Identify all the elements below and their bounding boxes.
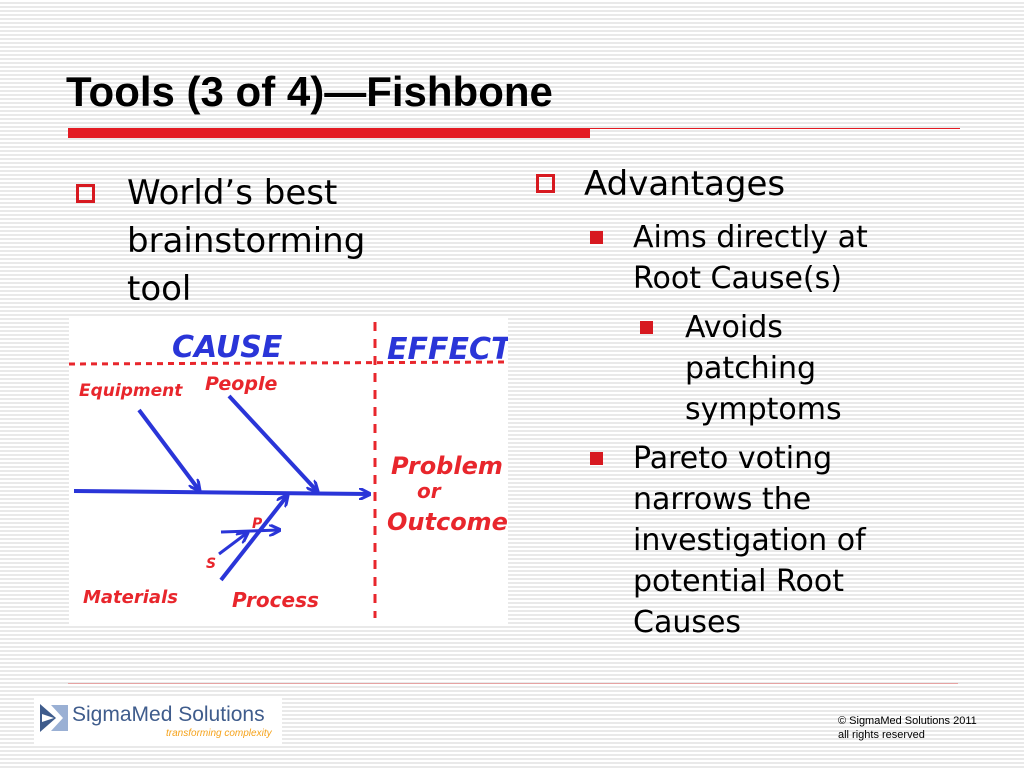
copyright-line-1: © SigmaMed Solutions 2011 — [838, 715, 977, 727]
copyright-line-2: all rights reserved — [838, 729, 925, 741]
advantage-2-line-5: Causes — [633, 605, 742, 640]
outcome-line-1: Problem — [391, 452, 503, 480]
fishbone-drawing: CAUSE EFFECT Equipment People Materials … — [69, 322, 508, 618]
hollow-square-bullet-icon — [536, 174, 555, 193]
sub-cause-p-label: P — [252, 516, 263, 532]
people-label: People — [205, 373, 277, 395]
advantage-1a-line-2: patching — [685, 351, 817, 386]
filled-square-bullet-icon — [590, 231, 603, 244]
left-bullet-line-3: tool — [127, 269, 192, 309]
header-dashed-line — [69, 360, 507, 366]
hollow-square-bullet-icon — [76, 184, 95, 203]
advantage-1a-line-1: Avoids — [685, 310, 783, 345]
sigmamed-logo-icon — [40, 704, 68, 732]
advantages-heading: Advantages — [584, 164, 786, 204]
cause-header: CAUSE — [172, 330, 283, 365]
title-underline-bar — [68, 128, 590, 138]
left-bullet-line-2: brainstorming — [127, 221, 366, 261]
advantage-2-line-2: narrows the — [633, 482, 812, 517]
fishbone-spine — [73, 491, 369, 494]
effect-header: EFFECT — [387, 332, 508, 367]
process-label: Process — [232, 588, 319, 612]
equipment-label: Equipment — [79, 381, 183, 401]
advantage-1a-line-3: symptoms — [685, 392, 842, 427]
materials-label: Materials — [83, 587, 178, 608]
filled-square-bullet-icon — [640, 321, 653, 334]
company-logo: SigmaMed Solutions transforming complexi… — [34, 697, 282, 745]
logo-tagline: transforming complexity — [166, 728, 272, 739]
outcome-line-2: or — [417, 479, 442, 503]
advantage-2-line-1: Pareto voting — [633, 441, 833, 476]
people-bone — [227, 394, 317, 491]
copyright-notice: © SigmaMed Solutions 2011 all rights res… — [838, 714, 977, 742]
title-underline-rule — [590, 128, 960, 129]
slide-title: Tools (3 of 4)—Fishbone — [66, 68, 553, 115]
filled-square-bullet-icon — [590, 452, 603, 465]
advantage-1-line-1: Aims directly at — [633, 220, 868, 255]
left-bullet-line-1: World’s best — [127, 173, 338, 213]
outcome-line-3: Outcome — [387, 508, 508, 536]
logo-name: SigmaMed Solutions — [72, 703, 265, 726]
footer-rule — [68, 683, 958, 684]
advantage-1-line-2: Root Cause(s) — [633, 261, 842, 296]
equipment-bone — [137, 408, 199, 490]
sub-cause-p-arrow — [220, 530, 279, 532]
fishbone-diagram: CAUSE EFFECT Equipment People Materials … — [69, 318, 508, 625]
process-bone — [219, 496, 287, 582]
sub-cause-s-arrow — [218, 533, 247, 556]
sub-cause-s-label: S — [206, 556, 216, 572]
advantage-2-line-4: potential Root — [633, 564, 844, 599]
advantage-2-line-3: investigation of — [633, 523, 866, 558]
